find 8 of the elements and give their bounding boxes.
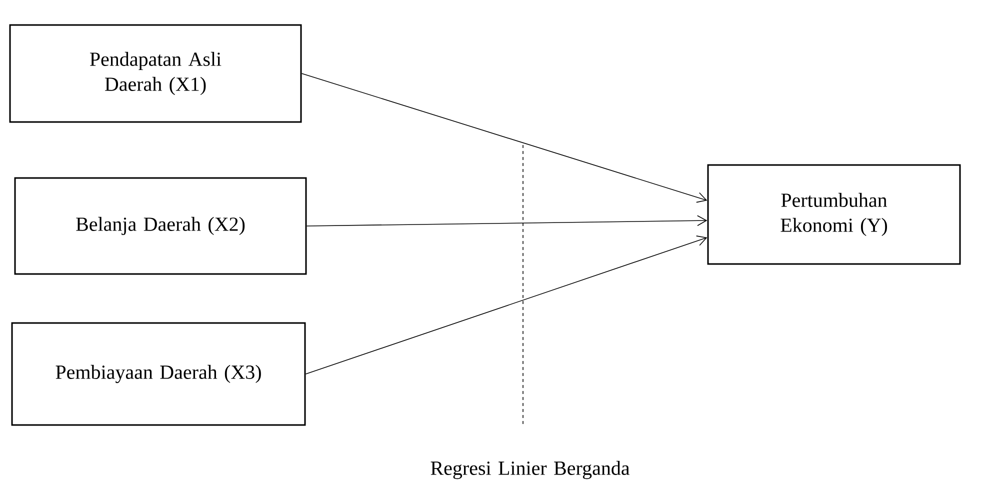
variable-box: Belanja Daerah (X2) [14, 177, 307, 275]
variable-box: Pembiayaan Daerah (X3) [11, 322, 306, 426]
arrow [306, 215, 708, 226]
arrow [301, 73, 708, 203]
arrow [305, 236, 708, 374]
method-label: Regresi Linier Berganda [430, 460, 630, 480]
variable-box: Pendapatan Asli Daerah (X1) [9, 24, 302, 123]
variable-box: Pertumbuhan Ekonomi (Y) [707, 164, 961, 265]
